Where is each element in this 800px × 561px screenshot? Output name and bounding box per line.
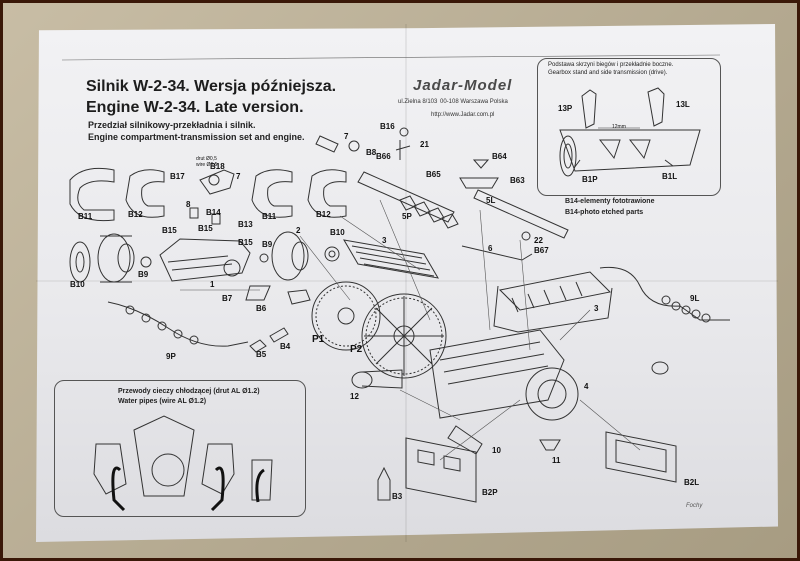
part-label: B8	[366, 148, 377, 157]
part-label: B6	[256, 304, 267, 313]
part-label: B2P	[482, 488, 498, 497]
part-label: 11	[552, 456, 561, 465]
water-pipes-drawing	[93, 415, 273, 512]
address-city: 00-108 Warszawa Polska	[440, 99, 508, 105]
instruction-sheet	[36, 24, 778, 542]
part-label: B5	[256, 350, 267, 359]
part-label: B7	[222, 294, 233, 303]
etched-note-english: B14-photo etched parts	[565, 209, 644, 216]
part-label: B15	[198, 224, 213, 233]
subtitle-english: Engine compartment-transmission set and …	[88, 132, 305, 142]
engine-block-base	[159, 169, 251, 282]
subtitle-polish: Przedział silnikowy-przekładnia i silnik…	[88, 120, 256, 130]
website-url: http://www.Jadar.com.pl	[431, 112, 495, 118]
plate-B2L	[605, 431, 677, 483]
wheel-assembly-left	[69, 231, 340, 283]
part-label: B2L	[684, 478, 700, 487]
part-label: 22	[534, 236, 543, 245]
track-halves-left	[69, 167, 347, 222]
part-label: B18	[210, 162, 225, 171]
part-B3	[377, 466, 391, 501]
part-label: 5P	[402, 212, 412, 221]
part-label: B66	[376, 152, 391, 161]
part-label: P2	[350, 344, 363, 355]
paper-fold-horizontal	[36, 280, 778, 282]
part-label: B1L	[662, 172, 678, 181]
flywheels	[311, 281, 447, 379]
part-label: B4	[280, 342, 291, 351]
exhaust-pipe-9P	[107, 301, 249, 347]
part-label: 3	[594, 304, 599, 313]
pipes-caption-english: Water pipes (wire AL Ø1.2)	[118, 398, 207, 405]
part-label: B65	[426, 170, 441, 179]
photo-credit: Fochy	[686, 503, 703, 509]
part-label: 12	[350, 392, 359, 401]
part-label: 5L	[486, 196, 496, 205]
part-label: 1	[210, 280, 215, 289]
part-label: 6	[488, 244, 493, 253]
pipes-caption-polish: Przewody cieczy chłodzącej (drut AL Ø1.2…	[118, 388, 260, 395]
part-label: B15	[162, 226, 177, 235]
part-label: 7	[344, 132, 349, 141]
part-label: 9P	[166, 352, 176, 361]
gearbox-caption-polish: Podstawa skrzyni biegów i przekładnie bo…	[548, 62, 674, 68]
etched-note-polish: B14-elementy fototrawione	[565, 198, 655, 205]
engine-main-body	[429, 271, 613, 421]
address-street: ul.Zielna 8/103	[398, 99, 438, 105]
part-label: B16	[380, 122, 395, 131]
part-label: B12	[128, 210, 143, 219]
gearbox-stand-drawing	[559, 87, 701, 177]
dimension-label: 12mm	[612, 124, 626, 130]
title-polish: Silnik W-2-34. Wersja późniejsza.	[86, 78, 337, 95]
title-english: Engine W-2-34. Late version.	[86, 99, 304, 116]
part-label: B10	[330, 228, 345, 237]
part-label: B3	[392, 492, 403, 501]
part-label: B15	[238, 238, 253, 247]
brand-logo: Jadar-Model	[413, 77, 513, 94]
plate-B2P	[405, 437, 477, 503]
part-label: B67	[534, 246, 549, 255]
part-label: 13L	[676, 100, 690, 109]
part-label: B10	[70, 280, 85, 289]
part-label: B14	[206, 208, 221, 217]
part-label: B11	[262, 212, 277, 221]
part-label: B9	[138, 270, 149, 279]
part-label: 10	[492, 446, 501, 455]
part-label: 13P	[558, 104, 573, 113]
part-label: B9	[262, 240, 273, 249]
part-label: 9L	[690, 294, 700, 303]
gearbox-caption-english: Gearbox stand and side transmission (dri…	[548, 70, 668, 76]
wire-label: drut Ø0,5 wire Ø0,5	[196, 156, 218, 168]
part-label: B13	[238, 220, 253, 229]
gearbox-inset-box	[537, 58, 721, 196]
part-label: 21	[420, 140, 429, 149]
part-label: B64	[492, 152, 507, 161]
radiator-part-3	[343, 239, 439, 279]
part-label: B17	[170, 172, 185, 181]
exhaust-pipe-9L	[599, 266, 730, 375]
part-label: B63	[510, 176, 525, 185]
part-label: P1	[312, 334, 325, 345]
water-pipes-inset-box	[54, 380, 306, 517]
exhaust-manifolds	[315, 127, 569, 239]
part-label: B11	[78, 212, 93, 221]
starter-part-12	[351, 369, 403, 389]
paper-fold-vertical	[405, 24, 407, 542]
part-label: B12	[316, 210, 331, 219]
part-label: 8	[186, 200, 191, 209]
part-label: 7	[236, 172, 241, 181]
part-label: B1P	[582, 175, 598, 184]
part-label: 3	[382, 236, 387, 245]
part-label: 4	[584, 382, 589, 391]
part-label: 2	[296, 226, 301, 235]
